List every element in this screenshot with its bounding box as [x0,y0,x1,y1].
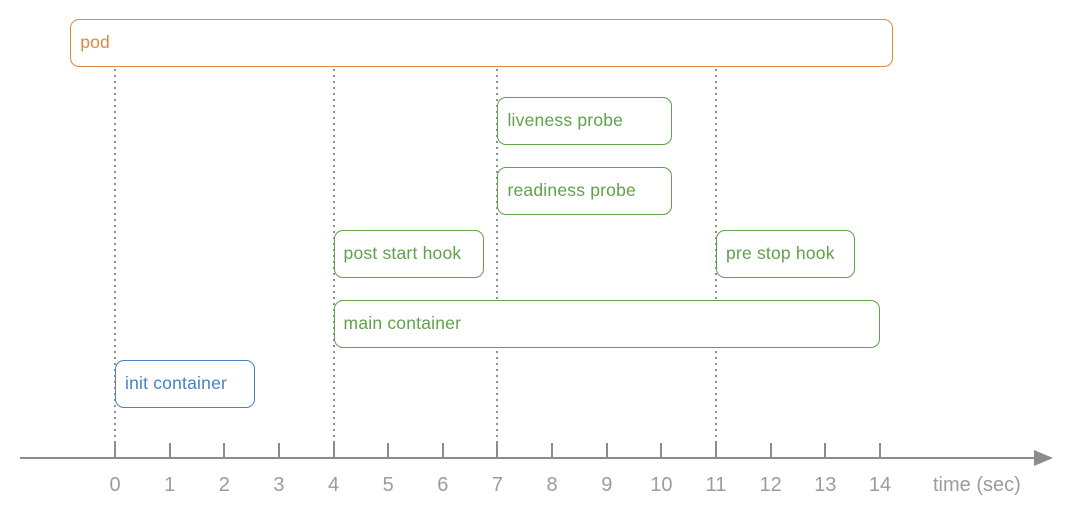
tick-label-4: 4 [327,474,340,496]
axis-arrowhead-icon [1034,450,1053,466]
gridline-7s [496,69,499,456]
box-liveness-probe: liveness probe [497,97,673,145]
tick-label-13: 13 [814,474,837,496]
axis-label: time (sec) [933,474,1021,496]
tick-10 [660,443,663,458]
box-init-container: init container [115,360,255,408]
tick-3 [277,443,280,458]
tick-5 [387,443,390,458]
tick-0 [114,443,116,458]
tick-label-11: 11 [705,474,727,496]
box-main-container: main container [333,300,880,348]
tick-13 [824,443,827,458]
box-post-start-hook: post start hook [333,230,484,278]
tick-label-12: 12 [759,474,782,496]
tick-label-0: 0 [109,474,121,496]
tick-label-14: 14 [868,474,892,496]
tick-label-3: 3 [273,474,285,496]
tick-4 [332,443,335,458]
box-pre-stop-hook: pre stop hook [716,230,856,278]
tick-14 [878,443,881,458]
tick-label-1: 1 [164,474,176,496]
tick-label-10: 10 [650,474,673,496]
tick-label-5: 5 [382,474,394,496]
box-pod: pod [70,19,894,67]
tick-label-6: 6 [437,474,449,496]
tick-label-8: 8 [546,474,558,496]
tick-9 [605,443,608,458]
tick-label-9: 9 [601,474,613,496]
tick-2 [223,443,226,458]
tick-11 [715,443,718,458]
tick-label-2: 2 [218,474,230,496]
tick-1 [168,443,171,458]
tick-7 [496,443,499,458]
time-axis-line [20,457,1036,459]
tick-8 [551,443,554,458]
tick-6 [441,443,444,458]
gridline-0s [114,69,116,456]
tick-12 [769,443,772,458]
tick-label-7: 7 [491,474,504,496]
box-readiness-probe: readiness probe [497,167,673,215]
